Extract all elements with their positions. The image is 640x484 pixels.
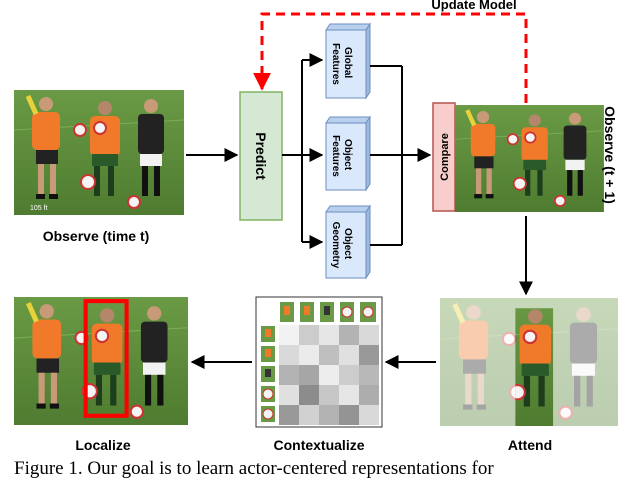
predict-label: Predict [253, 132, 269, 180]
object-geometry-block: Object Geometry [325, 204, 371, 280]
matrix-cell [339, 345, 359, 365]
matrix-cell [299, 405, 319, 425]
matrix-cell [279, 345, 299, 365]
matrix-cell [299, 365, 319, 385]
object-features-line1: Object [342, 139, 353, 171]
matrix-cell [279, 325, 299, 345]
localize-label: Localize [75, 437, 130, 453]
matrix-cell [339, 365, 359, 385]
svg-text:Global Features: Global Features [330, 43, 353, 85]
matrix-cell [359, 365, 379, 385]
frame-t1-image [455, 105, 604, 212]
svg-text:Object Features: Object Features [330, 135, 353, 177]
frame-t-image: 105 ft [14, 90, 184, 215]
matrix-cell [299, 345, 319, 365]
contextualize-matrix [255, 296, 383, 428]
observe-t1-label: Observe (t + 1) [602, 106, 618, 204]
matrix-cell [319, 325, 339, 345]
matrix-cell [339, 325, 359, 345]
update-model-label: Update Model [431, 0, 516, 12]
object-features-block: Object Features [325, 115, 371, 192]
update-model-arrow [253, 12, 528, 103]
matrix-cell [339, 385, 359, 405]
object-geometry-line2: Geometry [330, 222, 341, 269]
matrix-cell [359, 385, 379, 405]
global-features-line1: Global [342, 47, 353, 78]
object-features-line2: Features [330, 135, 341, 177]
matrix-cell [279, 365, 299, 385]
object-geometry-line1: Object [342, 228, 353, 260]
figure-caption: Figure 1. Our goal is to learn actor-cen… [14, 458, 494, 479]
matrix-cell [339, 405, 359, 425]
matrix-cell [359, 345, 379, 365]
global-features-line2: Features [330, 43, 341, 85]
matrix-cell [279, 385, 299, 405]
matrix-cell [359, 405, 379, 425]
attend-label: Attend [508, 437, 552, 453]
matrix-cell [319, 405, 339, 425]
matrix-cell [319, 385, 339, 405]
matrix-cell [319, 345, 339, 365]
localize-image [14, 297, 188, 425]
attend-image [440, 298, 618, 426]
matrix-cell [319, 365, 339, 385]
compare-label: Compare [439, 133, 451, 181]
matrix-cell [359, 325, 379, 345]
matrix-cell [279, 405, 299, 425]
frame-stamp: 105 ft [30, 205, 48, 212]
svg-text:Object Geometry: Object Geometry [330, 222, 353, 269]
matrix-cell [299, 385, 319, 405]
observe-t-label: Observe (time t) [43, 228, 150, 244]
global-features-block: Global Features [325, 22, 371, 100]
localization-box [83, 299, 129, 418]
contextualize-label: Contextualize [273, 437, 364, 453]
matrix-cell [299, 325, 319, 345]
